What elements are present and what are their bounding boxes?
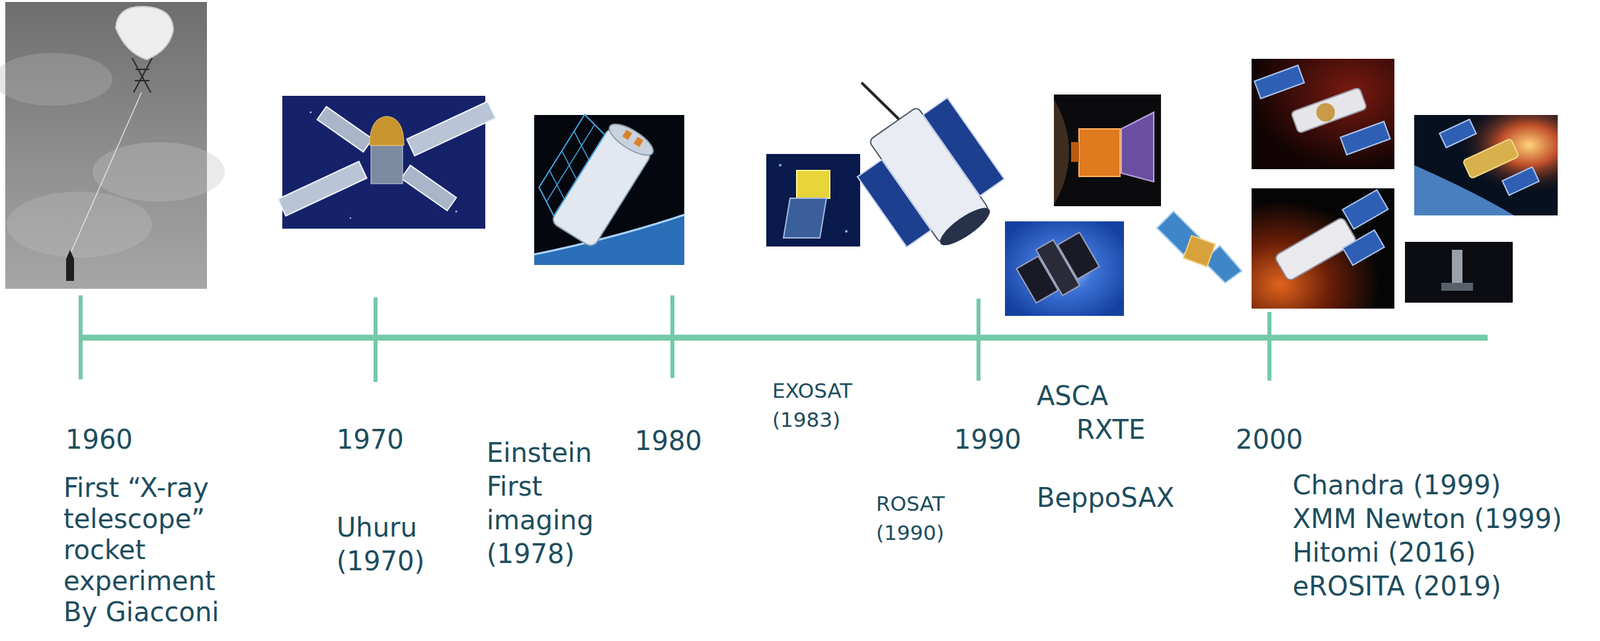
erosita-satellite xyxy=(1404,241,1513,303)
axis-line xyxy=(79,335,1488,342)
solar-panel xyxy=(1016,256,1058,304)
satellite-body xyxy=(1291,87,1368,134)
image-background xyxy=(534,115,685,266)
cloud xyxy=(92,142,225,202)
mission-label: ASCA xyxy=(1036,379,1109,414)
year-label: 1960 xyxy=(65,423,133,457)
solar-panel xyxy=(1254,65,1304,99)
solar-panel xyxy=(1340,121,1390,155)
mission-label: ROSAT (1990) xyxy=(876,489,966,548)
satellite-body xyxy=(1451,249,1463,283)
solar-panel xyxy=(857,160,931,248)
satellite-body xyxy=(796,170,830,199)
image-background xyxy=(282,95,486,229)
year-label: 1980 xyxy=(634,424,703,459)
hitomi-satellite xyxy=(1414,115,1558,216)
image-background xyxy=(1414,115,1558,216)
cloud xyxy=(0,52,113,106)
xmm-satellite xyxy=(1251,188,1395,309)
satellite-dome xyxy=(369,116,404,146)
image-background xyxy=(1053,94,1161,207)
image-background xyxy=(1004,221,1124,317)
satellite-body xyxy=(370,145,403,184)
tick-mark xyxy=(670,295,675,379)
cloud xyxy=(6,191,153,258)
tether-line xyxy=(70,92,142,255)
mission-label: RXTE xyxy=(1076,413,1146,447)
tick-mark xyxy=(1267,312,1272,381)
mission-label: eROSITA (2019) xyxy=(1292,569,1502,604)
tick-mark xyxy=(976,298,981,381)
solar-panel xyxy=(401,165,457,211)
image-background xyxy=(1251,58,1395,170)
solar-panel xyxy=(1441,282,1474,291)
solar-panel xyxy=(406,101,496,156)
solar-panel xyxy=(1502,167,1539,196)
mission-label: Hitomi (2016) xyxy=(1292,536,1476,570)
solar-panel xyxy=(922,97,1005,197)
year-label: 1970 xyxy=(336,423,404,457)
solar-panel xyxy=(1342,189,1389,229)
planet xyxy=(1053,99,1070,205)
image-background xyxy=(1251,188,1395,309)
solar-panel xyxy=(530,114,609,217)
mission-label: XMM Newton (1999) xyxy=(1292,502,1563,537)
solar-panel xyxy=(1342,230,1385,266)
uhuru-satellite xyxy=(277,95,496,229)
solar-panel xyxy=(1057,232,1100,280)
tick-mark xyxy=(78,295,83,380)
balloon xyxy=(115,6,174,60)
solar-panel xyxy=(1439,119,1476,149)
image-background xyxy=(1404,241,1513,303)
rxte-satellite xyxy=(1157,211,1242,283)
mission-label: Uhuru (1970) xyxy=(336,511,436,579)
image-background xyxy=(766,154,861,247)
beppo-satellite xyxy=(1004,221,1124,317)
mission-label: EXOSAT (1983) xyxy=(772,376,865,435)
rosat-satellite xyxy=(844,82,1019,269)
rocket-photo xyxy=(0,1,225,289)
chandra-satellite xyxy=(1251,58,1395,170)
tick-mark xyxy=(373,297,378,383)
year-label: 1990 xyxy=(954,423,1022,457)
rigging xyxy=(132,58,153,93)
earth xyxy=(1414,165,1515,216)
milestone-note: First “X-ray telescope” rocket experimen… xyxy=(63,472,236,629)
satellite-body xyxy=(1462,138,1519,180)
mission-label: Einstein First imaging (1978) xyxy=(486,436,603,572)
satellite-body xyxy=(1183,236,1216,268)
mission-label: BeppoSAX xyxy=(1036,481,1175,516)
solar-panel xyxy=(277,161,367,216)
exosat-satellite xyxy=(766,154,861,247)
einstein-satellite xyxy=(526,103,685,266)
solar-panel xyxy=(783,198,827,239)
mission-label: Chandra (1999) xyxy=(1292,468,1501,503)
solar-panel xyxy=(1121,112,1154,182)
satellite-body xyxy=(1079,128,1120,177)
rocket xyxy=(66,249,75,281)
year-label: 2000 xyxy=(1235,423,1304,457)
asca-satellite xyxy=(1053,94,1161,207)
solar-panel xyxy=(317,106,373,152)
